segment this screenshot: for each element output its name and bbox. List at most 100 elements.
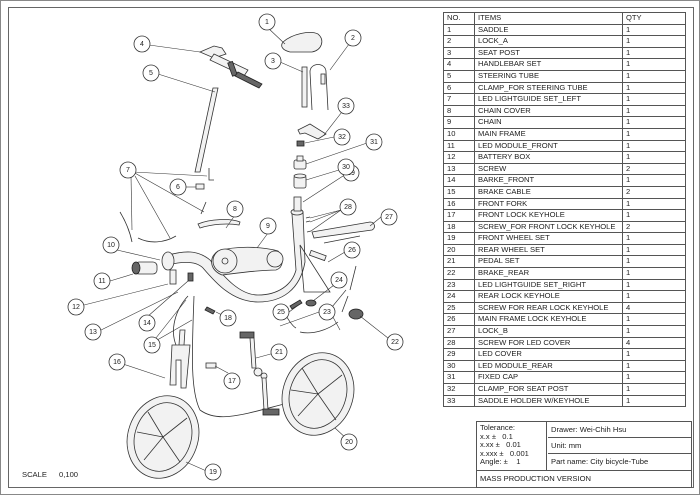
balloon-28: 28 xyxy=(339,198,357,216)
scale-note: SCALE 0,100 xyxy=(22,470,88,479)
bom-cell-qty: 1 xyxy=(622,197,686,211)
bom-cell-qty: 1 xyxy=(622,348,686,361)
balloon-circle xyxy=(380,208,398,226)
bom-cell-no: 9 xyxy=(443,116,475,129)
balloon-33: 33 xyxy=(337,97,355,115)
balloon-number: 25 xyxy=(277,309,285,316)
balloon-number: 12 xyxy=(72,304,80,311)
balloon-circle xyxy=(264,52,282,70)
bom-cell-no: 18 xyxy=(443,220,475,234)
bom-cell-no: 17 xyxy=(443,209,475,222)
balloon-number: 19 xyxy=(209,469,217,476)
bom-cell-item: STEERING TUBE xyxy=(474,69,623,83)
bom-cell-item: REAR LOCK KEYHOLE xyxy=(474,290,623,303)
balloon-number: 18 xyxy=(224,315,232,322)
bom-cell-item: FRONT FORK xyxy=(474,197,623,211)
part-rear-wheel xyxy=(281,352,355,436)
balloon-number: 6 xyxy=(176,184,180,191)
part-brake-cable xyxy=(173,295,301,418)
bom-cell-qty: 1 xyxy=(622,93,686,106)
balloon-circle xyxy=(169,178,187,196)
bom-cell-qty: 2 xyxy=(622,185,686,199)
part-handlebar-set xyxy=(198,45,263,89)
bom-cell-no: 13 xyxy=(443,162,475,176)
tolerance-xxx: x.xx ± 0.01 xyxy=(480,440,521,450)
bom-cell-item: LED LIGHTGUIDE SET_LEFT xyxy=(474,93,623,106)
balloon-number: 8 xyxy=(233,206,237,213)
balloon-circle xyxy=(272,303,290,321)
balloon-number: 26 xyxy=(348,247,356,254)
bom-cell-item: SADDLE xyxy=(474,23,623,37)
bom-cell-no: 1 xyxy=(443,23,475,37)
bom-cell-item: BRAKE CABLE xyxy=(474,185,623,199)
bom-cell-no: 28 xyxy=(443,336,475,350)
bom-cell-no: 16 xyxy=(443,197,475,211)
bom-cell-qty: 1 xyxy=(622,58,686,71)
balloon-circle xyxy=(337,158,355,176)
balloon-number: 9 xyxy=(266,223,270,230)
bom-cell-qty: 1 xyxy=(622,151,686,164)
balloon-circle xyxy=(119,161,137,179)
part-fixed-cap xyxy=(293,155,307,170)
part-battery-box xyxy=(169,269,177,285)
balloon-10: 10 xyxy=(102,236,120,254)
bom-cell-item: CLAMP_FOR SEAT POST xyxy=(474,383,623,396)
balloon-number: 33 xyxy=(342,103,350,110)
bom-cell-no: 11 xyxy=(443,139,475,153)
unit-field: Unit: mm xyxy=(548,438,691,454)
bom-cell-no: 15 xyxy=(443,185,475,199)
tolerance-label: Tolerance: xyxy=(480,423,516,432)
bom-cell-no: 14 xyxy=(443,174,475,187)
balloon-4: 4 xyxy=(133,35,151,53)
bom-cell-qty: 2 xyxy=(622,162,686,176)
bom-cell-item: PEDAL SET xyxy=(474,255,623,269)
bom-cell-item: SCREW FOR REAR LOCK KEYHOLE xyxy=(474,301,623,315)
balloon-circle xyxy=(339,198,357,216)
bom-cell-no: 30 xyxy=(443,359,475,373)
balloon-circle xyxy=(108,353,126,371)
balloon-number: 24 xyxy=(335,277,343,284)
balloon-27: 27 xyxy=(380,208,398,226)
bom-cell-qty: 1 xyxy=(622,139,686,153)
bom-cell-qty: 1 xyxy=(622,267,686,280)
balloon-circle xyxy=(102,236,120,254)
bom-cell-qty: 1 xyxy=(622,243,686,257)
balloon-8: 8 xyxy=(226,200,244,218)
part-led-module-front xyxy=(131,261,158,275)
balloon-circle xyxy=(330,271,348,289)
balloon-20: 20 xyxy=(340,433,358,451)
balloon-15: 15 xyxy=(143,336,161,354)
scale-value: 0,100 xyxy=(59,470,79,479)
bom-cell-no: 10 xyxy=(443,127,475,141)
balloon-circle xyxy=(219,309,237,327)
bom-cell-no: 5 xyxy=(443,69,475,83)
bom-cell-item: MAIN FRAME xyxy=(474,127,623,141)
bom-cell-no: 31 xyxy=(443,371,475,384)
balloon-number: 21 xyxy=(275,349,283,356)
bom-cell-no: 25 xyxy=(443,301,475,315)
bom-cell-item: SADDLE HOLDER W/KEYHOLE xyxy=(474,394,623,408)
bom-cell-no: 33 xyxy=(443,394,475,408)
balloon-circle xyxy=(258,13,276,31)
part-steering-tube xyxy=(194,87,219,173)
bom-cell-no: 24 xyxy=(443,290,475,303)
part-clamp-steering-tube xyxy=(195,168,214,190)
bom-header-items: ITEMS xyxy=(474,12,623,25)
balloon-30: 30 xyxy=(337,158,355,176)
balloon-25: 25 xyxy=(272,303,290,321)
balloon-5: 5 xyxy=(142,64,160,82)
balloon-11: 11 xyxy=(93,272,111,290)
bom-cell-qty: 1 xyxy=(622,394,686,408)
balloon-circle xyxy=(318,303,336,321)
